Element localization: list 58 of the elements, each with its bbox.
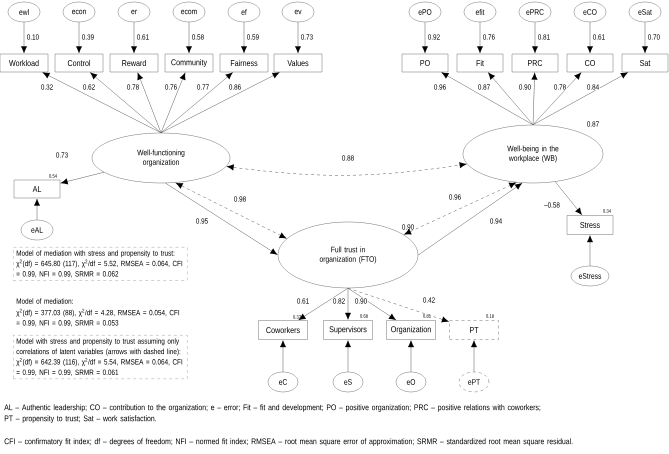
arrow [408, 340, 414, 372]
arrow [476, 22, 484, 54]
indicator-box: Control [54, 54, 104, 72]
double-headed-arrow [176, 182, 286, 238]
arrow [294, 22, 302, 54]
indicator-box: Coworkers [258, 320, 308, 340]
arrow [532, 72, 582, 126]
arrow [586, 235, 594, 266]
indicator-box: Organization [386, 320, 436, 340]
indicator-box: PO [402, 54, 448, 72]
arrow [344, 340, 352, 372]
arrow [186, 22, 192, 54]
indicator-box: AL [14, 180, 60, 198]
arrow [531, 72, 538, 126]
arrow [344, 288, 352, 320]
arrow [442, 72, 534, 126]
double-headed-arrow [226, 162, 466, 176]
indicator-box: Fit [456, 54, 504, 72]
arrow [532, 72, 628, 126]
arrow [160, 72, 186, 134]
indicator-box: CO [566, 54, 614, 72]
arrow [418, 183, 522, 256]
indicator-box: Supervisors [323, 320, 373, 340]
double-headed-arrow [404, 182, 516, 235]
arrow [470, 340, 478, 372]
arrow [532, 22, 538, 54]
arrow [60, 172, 104, 184]
indicator-box: Stress [566, 215, 614, 235]
indicator-box: PRC [512, 54, 558, 72]
arrow [160, 72, 233, 134]
arrow [34, 198, 40, 220]
arrow [76, 22, 82, 54]
arrow [586, 22, 594, 54]
indicator-box: Sat [622, 54, 668, 72]
arrow [348, 288, 396, 320]
arrow [160, 72, 280, 134]
indicator-box: Community [164, 54, 214, 72]
footnote: CFI – confirmatory fit index; df – degrees of freedom; NFI – normed fit index; RMSEA – root mean square error of approximation; SRMR – standardized root mean square residual. [4, 438, 572, 446]
arrow [165, 182, 278, 255]
arrow [130, 22, 138, 54]
indicator-box: Fairness [220, 54, 268, 72]
arrow [42, 72, 162, 134]
arrow [554, 181, 582, 215]
arrow [642, 22, 648, 54]
indicator-box: Reward [110, 54, 158, 72]
arrow [348, 288, 449, 322]
arrow [137, 72, 162, 134]
arrow [488, 72, 534, 126]
indicator-box: PT [449, 320, 499, 340]
arrow [240, 22, 248, 54]
indicator-box: Values [274, 54, 322, 72]
arrow [90, 72, 162, 134]
arrow [298, 288, 348, 320]
arrow [20, 22, 28, 54]
arrow [422, 22, 428, 54]
footnote: AL – Authentic leadership; CO – contribution to the organization; e – error; Fit – fit and development; PO – positive organization; PRC – positive relations with coworkers; PT – propensity to trust; Sat – work satisfaction. [4, 404, 540, 423]
indicator-box: Workload [0, 54, 48, 72]
arrow [280, 340, 286, 372]
